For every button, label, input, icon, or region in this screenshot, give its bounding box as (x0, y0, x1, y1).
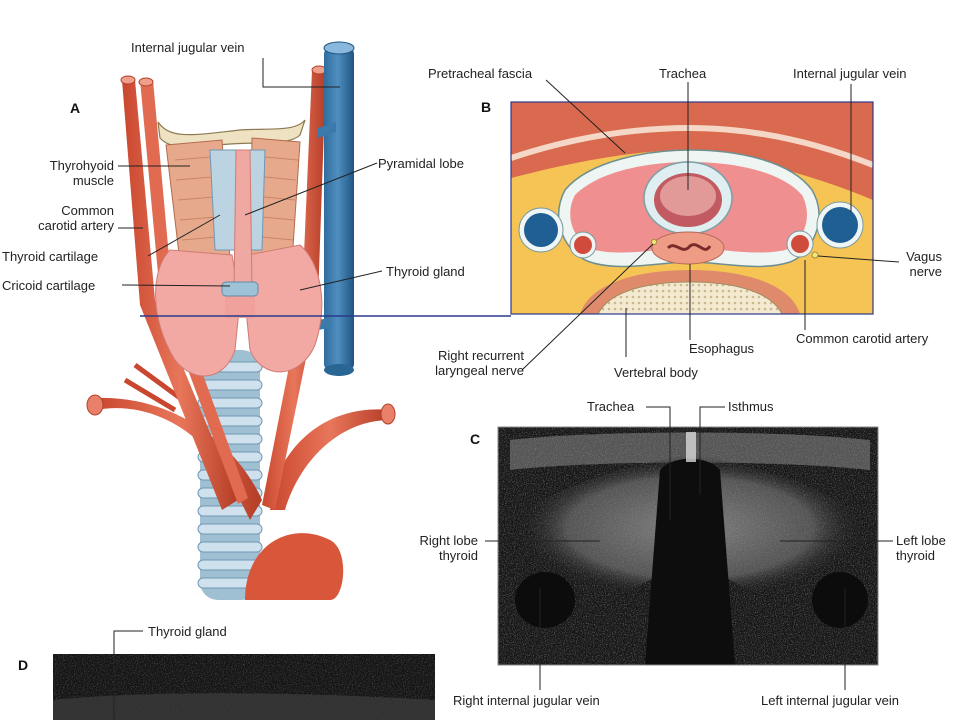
label-internal-jugular-vein-a: Internal jugular vein (131, 40, 245, 55)
label-pyramidal-lobe: Pyramidal lobe (378, 156, 464, 171)
panel-label-b: B (481, 99, 492, 115)
label-cricoid-cartilage: Cricoid cartilage (2, 278, 96, 293)
label-pretracheal-fascia: Pretracheal fascia (428, 66, 533, 81)
label-left-lobe-thyroid: Left lobe thyroid (896, 533, 946, 563)
panel-c-ultrasound (497, 426, 879, 666)
label-esophagus: Esophagus (689, 341, 755, 356)
label-internal-jugular-vein-b: Internal jugular vein (793, 66, 907, 81)
panel-label-d: D (18, 657, 29, 673)
label-isthmus: Isthmus (728, 399, 774, 414)
label-common-carotid-artery-b: Common carotid artery (796, 331, 929, 346)
label-thyrohyoid-muscle: Thyrohyoid muscle (49, 158, 114, 188)
label-vertebral-body: Vertebral body (614, 365, 698, 380)
panel-label-c: C (470, 431, 481, 447)
panel-a-illustration (86, 41, 396, 600)
label-right-recurrent-laryngeal-nerve: Right recurrent laryngeal nerve (435, 348, 524, 378)
thyroid-gland-shape (155, 149, 323, 377)
label-vagus-nerve: Vagus nerve (906, 249, 942, 279)
label-common-carotid-artery-a: Common carotid artery (38, 203, 114, 233)
label-thyroid-cartilage: Thyroid cartilage (2, 249, 99, 264)
label-trachea-c: Trachea (587, 399, 635, 414)
leader-lines (113, 58, 900, 720)
label-right-internal-jugular-vein: Right internal jugular vein (453, 693, 600, 708)
label-right-lobe-thyroid: Right lobe thyroid (419, 533, 478, 563)
label-thyroid-gland-d: Thyroid gland (148, 624, 227, 639)
panel-d-ultrasound (53, 654, 435, 720)
label-left-internal-jugular-vein: Left internal jugular vein (761, 693, 900, 708)
label-thyroid-gland-a: Thyroid gland (386, 264, 465, 279)
label-trachea-b: Trachea (659, 66, 707, 81)
panel-label-a: A (70, 100, 81, 116)
panel-b-cross-section (372, 101, 875, 317)
